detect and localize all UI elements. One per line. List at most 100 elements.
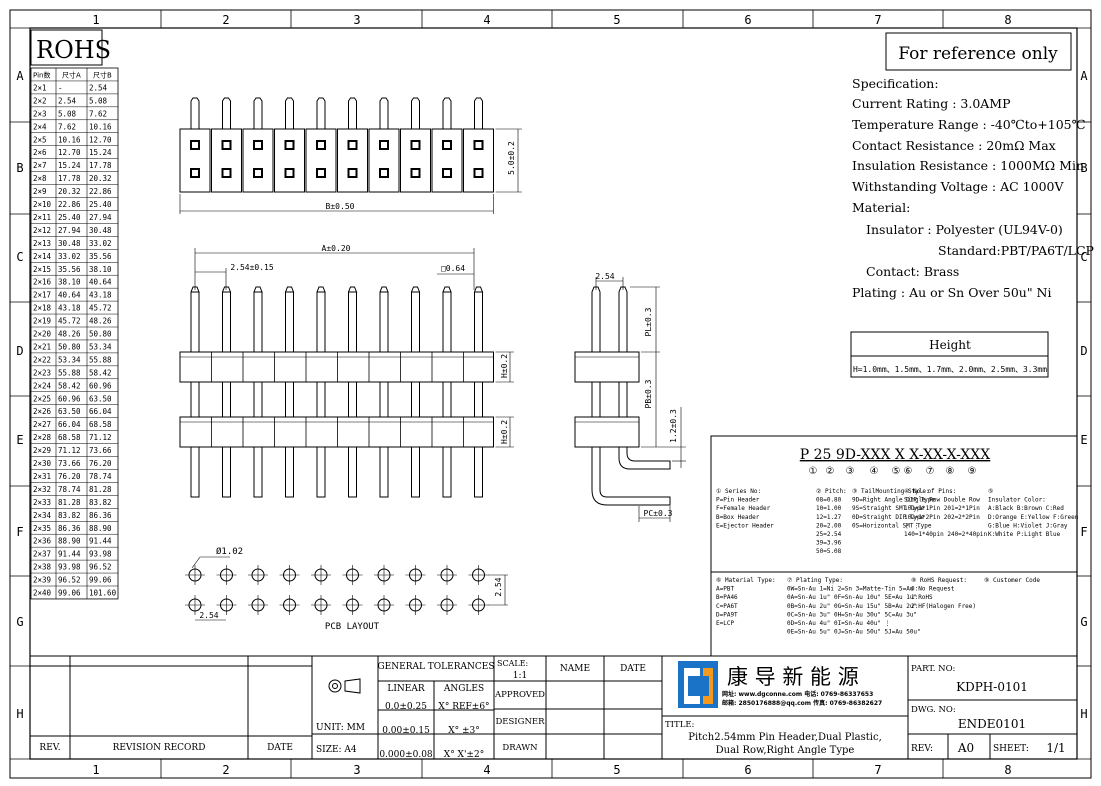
part-code-legend-line: 102=1*2Pin 202=2*2Pin (904, 514, 980, 521)
front-view-pin-bottom (222, 447, 231, 498)
pin-table-cell: 96.52 (89, 563, 112, 572)
pin-table-cell: 71.12 (58, 446, 81, 455)
front-view-pin-bottom (316, 447, 326, 498)
drawing-title-line-1: Pitch2.54mm Pin Header,Dual Plastic, (688, 732, 882, 743)
title-label: TITLE: (665, 720, 694, 730)
sheet-label: SHEET: (993, 744, 1029, 754)
pin-table-cell: 2×23 (33, 368, 51, 377)
pin-table-cell: 55.88 (58, 368, 81, 377)
part-code-legend-line: 0B=Sn-Au 2u" 0G=Sn-Au 15u" 5B=Au 2u" (787, 603, 917, 610)
part-code-legend-line: 0E=Sn-Au 5u" 0J=Sn-Au 50u" 5J=Au 50u" (787, 629, 921, 636)
pin-table-cell: 45.72 (89, 304, 112, 313)
top-view-pin (285, 97, 294, 129)
pin-table-cell: 33.02 (89, 239, 112, 248)
top-view-housing-cell (305, 128, 337, 193)
specification-block: Specification:Current Rating : 3.0AMPTem… (852, 76, 1094, 300)
pin-table-cell: 63.50 (58, 407, 81, 416)
pin-table-cell: 2×32 (33, 485, 51, 494)
pin-table-cell: 2×38 (33, 563, 52, 572)
pin-table-cell: 91.44 (89, 537, 112, 546)
projection-symbol-cone (344, 678, 361, 694)
front-view-pin-bottom (190, 447, 200, 498)
pin-table-cell: 2.54 (58, 96, 77, 105)
pin-table-cell: 50.80 (89, 330, 112, 339)
pin-table-cell: 68.58 (58, 433, 81, 442)
pin-table-cell: 20.32 (89, 174, 112, 183)
drawing-number: ENDE0101 (958, 717, 1026, 731)
code-marker: ② (826, 466, 835, 477)
pin-table-cell: 93.98 (89, 550, 112, 559)
pin-table-cell: 22.86 (89, 187, 112, 196)
code-marker: ④ (870, 466, 879, 477)
top-view-contact-square (221, 168, 232, 178)
pin-table-cell: 2×8 (33, 174, 47, 183)
front-view-pin-top (411, 286, 421, 352)
pin-table-cell: 99.06 (89, 576, 112, 585)
top-view-contact-square (442, 140, 452, 150)
top-view-pin (442, 97, 452, 129)
pin-table-cell: 40.64 (58, 291, 81, 300)
height-title: Height (929, 338, 971, 352)
front-view-pin-top (348, 286, 358, 352)
pin-table-cell: 2×9 (33, 187, 47, 196)
pin-table-cell: 78.74 (58, 485, 81, 494)
revision-value: A0 (957, 741, 974, 755)
top-view-contact-square (379, 168, 389, 178)
pin-table-cell: 2×11 (33, 213, 51, 222)
pin-table-cell: 68.58 (89, 420, 112, 429)
part-code-legend-line: G:Blue H:Violet J:Gray (988, 522, 1068, 529)
pin-table-cell: 88.90 (89, 524, 112, 533)
row-label-right: G (1080, 615, 1087, 629)
top-view-contact-square (347, 168, 358, 178)
pin-table-cell: 55.88 (89, 355, 112, 364)
row-label-left: F (16, 525, 23, 539)
pin-table-cell: 58.42 (89, 368, 112, 377)
top-view-housing-cell (400, 128, 431, 193)
pin-table-cell: 71.12 (89, 433, 112, 442)
top-view-contact-square (442, 168, 452, 178)
name-column-label: NAME (560, 664, 590, 674)
pin-table-cell: 5.08 (89, 96, 108, 105)
pin-table-cell: 35.56 (89, 252, 112, 261)
top-view-contact-square (410, 140, 421, 150)
pin-table-cell: 2×39 (33, 576, 51, 585)
pin-table-cell: 2×22 (33, 355, 51, 364)
dim-pc-label: PC±0.3 (644, 509, 673, 518)
pin-table-cell: 96.52 (58, 576, 81, 585)
pin-table-cell: 81.28 (89, 485, 112, 494)
pin-table-cell: 2×31 (33, 472, 51, 481)
pin-table-cell: 2×40 (33, 589, 52, 598)
part-code-legend-line: ⑨ Customer Code (984, 577, 1040, 584)
front-view-pin-top (379, 286, 389, 352)
dwg-no-label: DWG. NO: (911, 705, 956, 715)
top-view-contact-square (410, 168, 421, 178)
column-label-top: 7 (874, 13, 881, 27)
pin-table-cell: 2×37 (33, 550, 51, 559)
column-label-top: 5 (613, 13, 620, 27)
part-code-legend-line: 08=0.80 (816, 497, 842, 504)
pin-table-cell: 2×24 (33, 381, 52, 390)
scale-label: SCALE: (497, 659, 528, 668)
rev-column-label: REV. (39, 743, 60, 753)
top-view-housing-cell (242, 128, 274, 193)
pin-table-cell: 2×4 (33, 122, 47, 131)
pin-table-cell: 2×6 (33, 148, 47, 157)
pcb-layout-title: PCB LAYOUT (325, 622, 380, 632)
part-code-legend-line: E=Ejector Header (716, 522, 774, 529)
pin-table-cell: 93.98 (58, 563, 81, 572)
front-view-pin-top (316, 286, 326, 352)
pin-table-cell: 43.18 (58, 304, 81, 313)
part-code-legend-line: 9D=Right Angle DIP Type (852, 497, 935, 504)
pin-table-cell: 2×21 (33, 342, 51, 351)
drawing-frame (9, 9, 1092, 779)
column-label-bottom: 7 (874, 763, 881, 777)
row-label-right: H (1080, 707, 1087, 721)
part-code-legend-line: B=Box Header (716, 514, 760, 521)
row-label-left: A (16, 69, 24, 83)
front-view-pin-top (253, 286, 263, 352)
front-view-pin-top (442, 286, 452, 352)
pin-table-cell: 2×5 (33, 135, 47, 144)
